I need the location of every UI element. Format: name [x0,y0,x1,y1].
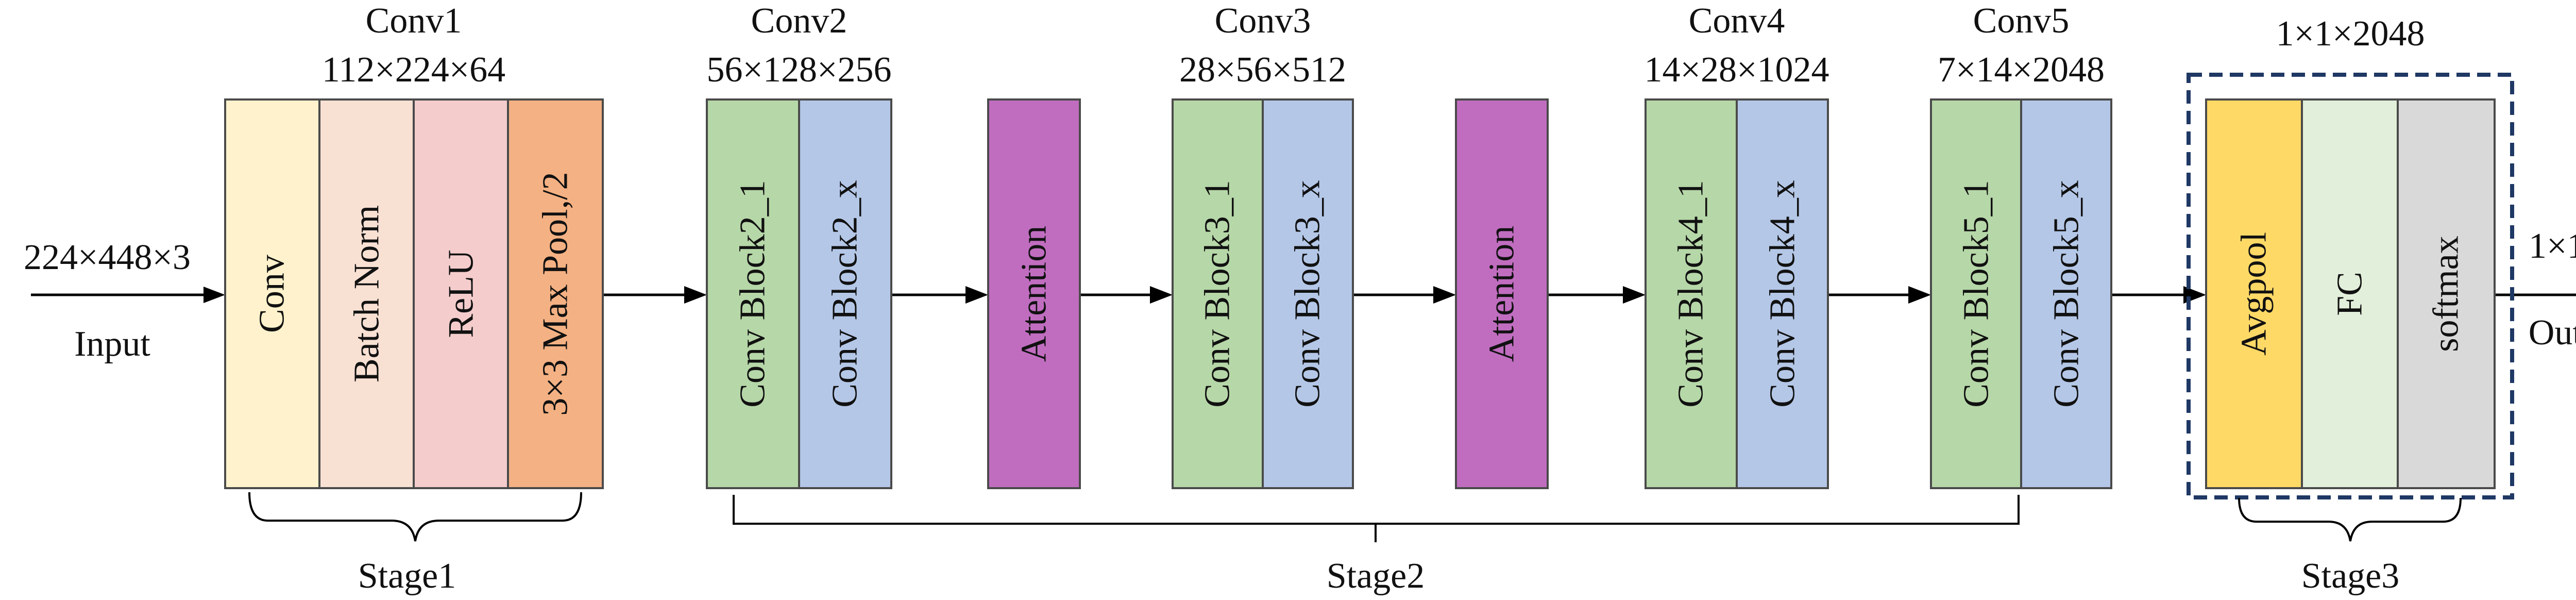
conv4-blocks: Conv Block4_1 Conv Block4_x [1645,98,1829,489]
conv-block3-1-label: Conv Block3_1 [1198,180,1238,407]
stage3-brace [2238,497,2462,542]
conv-block4-1 [1645,98,1738,489]
conv-block5-x-label: Conv Block5_x [2047,180,2087,407]
arrowhead-attention1 [965,286,988,304]
avgpool-block [2205,98,2303,489]
conv2-blocks: Conv Block2_1 Conv Block2_x [706,98,892,489]
stage1-brace [248,492,582,542]
stage1-blocks: Conv Batch Norm ReLU 3×3 Max Pool,/2 [224,98,604,489]
stage2-brace [733,495,2020,542]
arrowhead-block3 [1150,286,1173,304]
conv1-dims: 112×224×64 [322,50,505,90]
conv3-title: Conv3 [1215,1,1311,41]
conv-block4-x-label: Conv Block4_x [1763,180,1803,407]
input-arrowhead [204,287,225,303]
conv-block5-1-label: Conv Block5_1 [1957,180,1996,407]
conv3-blocks: Conv Block3_1 Conv Block3_x [1172,98,1354,489]
connectors [31,286,2576,304]
conv-block2-1 [706,98,800,489]
stage1-label: Stage1 [358,556,456,596]
conv5-blocks: Conv Block5_1 Conv Block5_x [1930,98,2112,489]
attention-block-1 [987,98,1081,489]
stage-labels: Conv1 112×224×64 Conv2 56×128×256 Conv3 … [322,1,2425,90]
arrowhead-block5 [1908,286,1931,304]
head-dashed-box [2187,73,2514,499]
max-pool-block-label: 3×3 Max Pool,/2 [536,172,575,415]
conv-block5-1 [1930,98,2022,489]
relu-block-label: ReLU [442,249,481,338]
conv-block3-x [1262,98,1354,489]
stage2-label: Stage2 [1327,556,1425,596]
conv2-dims: 56×128×256 [707,50,892,90]
attention-block-2 [1455,98,1549,489]
conv4-dims: 14×28×1024 [1645,50,1829,90]
conv5-dims: 7×14×2048 [1938,50,2105,90]
conv-block-label: Conv [252,255,292,333]
output-label: Output [2529,313,2576,353]
attention-block-2-label: Attention [1482,226,1522,362]
batch-norm-block-label: Batch Norm [347,205,387,382]
conv3-dims: 28×56×512 [1179,50,1346,90]
attention-1: Attention [987,98,1081,489]
avgpool-block-label: Avgpool [2234,232,2274,356]
softmax-block [2397,98,2496,489]
stage3-label: Stage3 [2301,556,2400,596]
arrowhead-block4 [1623,286,1646,304]
stage-braces: Stage1 Stage2 Stage3 [248,492,2462,596]
attention-2: Attention [1455,98,1549,489]
conv1-title: Conv1 [366,1,462,41]
fc-block-label: FC [2330,272,2370,316]
conv-block4-x [1736,98,1829,489]
input-dims: 224×448×3 [24,238,191,277]
conv4-title: Conv4 [1689,1,1785,41]
conv5-title: Conv5 [1973,1,2070,41]
conv-block2-x [798,98,892,489]
arrowhead-attention2 [1433,286,1456,304]
conv-block2-1-label: Conv Block2_1 [733,180,773,407]
head-dims: 1×1×2048 [2276,14,2425,54]
io-labels: 224×448×3 Input 1×1×3 Output [24,226,2576,364]
softmax-block-label: softmax [2427,236,2466,352]
conv-block2-x-label: Conv Block2_x [825,180,865,407]
output-dims: 1×1×3 [2529,226,2576,266]
max-pool-block [507,98,604,489]
conv-block4-1-label: Conv Block4_1 [1671,180,1711,407]
conv2-title: Conv2 [751,1,848,41]
fc-block [2301,98,2399,489]
conv-block3-x-label: Conv Block3_x [1288,180,1328,407]
head-blocks: Avgpool FC softmax [2187,73,2514,499]
conv-block5-x [2020,98,2112,489]
arrowhead-block2 [684,286,707,304]
input-label: Input [74,324,150,364]
attention-block-1-label: Attention [1014,226,1054,362]
